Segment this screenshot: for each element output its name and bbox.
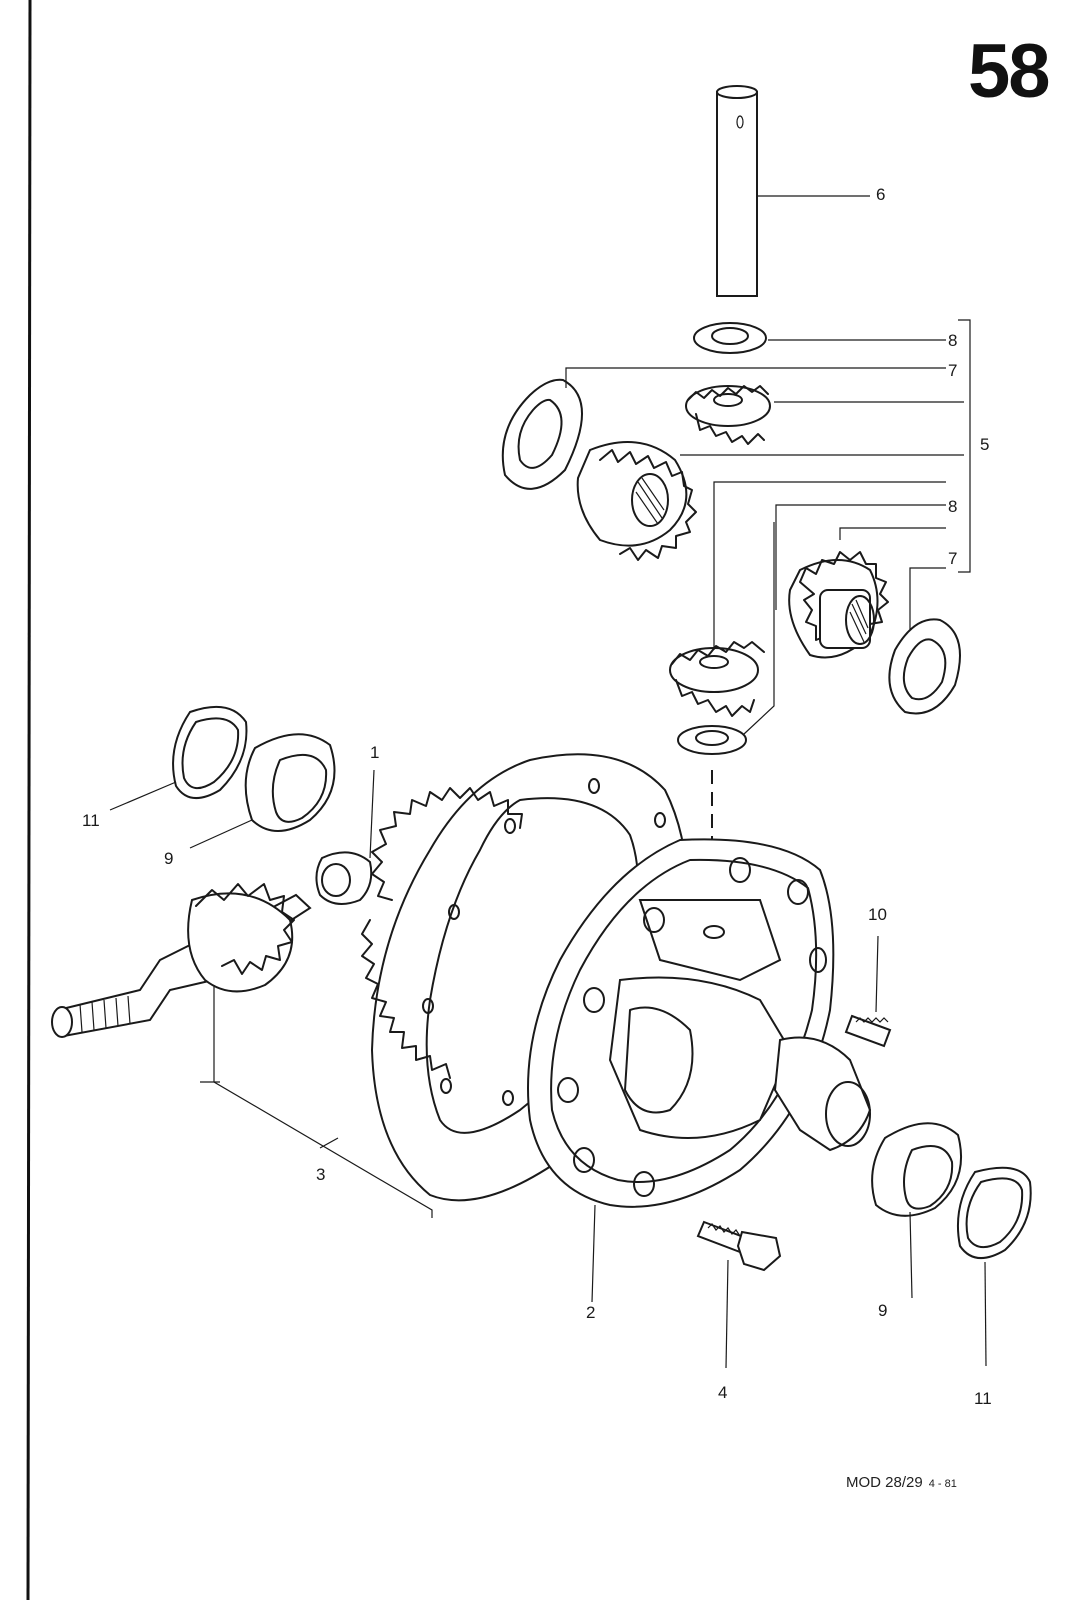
part-8-thrust-washer-lower (677, 522, 775, 840)
model-footer: MOD 28/29 4 - 81 (846, 1474, 957, 1491)
part-6-pinion-shaft (716, 85, 870, 297)
part-9-tapered-bearing-right (871, 1122, 962, 1299)
callout-3: 3 (316, 1165, 326, 1184)
revision-date: 4 - 81 (928, 1478, 957, 1490)
part-7-thrust-washer-upper (501, 367, 946, 490)
callout-7-upper: 7 (948, 361, 958, 380)
binding-edge-line (26, 0, 32, 1600)
part-11-shim-ring-left (109, 705, 248, 811)
callout-8-upper: 8 (948, 331, 958, 350)
callout-10: 10 (868, 905, 887, 924)
part-4-bolt (696, 1220, 782, 1369)
part-7-thrust-washer-lower (888, 567, 961, 715)
part-8-differential-pinion-lower (669, 481, 946, 717)
callout-5: 5 (980, 435, 990, 454)
part-1-needle-bearing (315, 769, 375, 905)
callout-2: 2 (586, 1303, 596, 1322)
part-3-drive-pinion-shaft (51, 883, 433, 1218)
part-2-differential-housing (527, 838, 872, 1303)
bracket-5 (958, 319, 971, 573)
callout-6: 6 (876, 185, 886, 204)
part-10-roll-pin (844, 935, 892, 1048)
part-9-tapered-bearing-left (189, 733, 336, 849)
part-5-side-gear-left (576, 441, 964, 561)
part-5-differential-pinion-upper (685, 385, 964, 445)
callout-9-right: 9 (878, 1301, 888, 1320)
part-5-side-gear-right (775, 504, 946, 659)
callout-9-left: 9 (164, 849, 174, 868)
callout-7-lower: 7 (948, 549, 958, 568)
callout-8-lower: 8 (948, 497, 958, 516)
callout-4: 4 (718, 1383, 728, 1402)
callout-11-right: 11 (974, 1389, 992, 1408)
page-number: 58 (968, 29, 1051, 114)
part-11-shim-ring-right (956, 1166, 1032, 1367)
part-8-thrust-washer-upper (693, 322, 946, 354)
callout-11-left: 11 (82, 811, 100, 830)
callout-1: 1 (370, 743, 380, 762)
model-designation: MOD 28/29 (846, 1474, 923, 1491)
